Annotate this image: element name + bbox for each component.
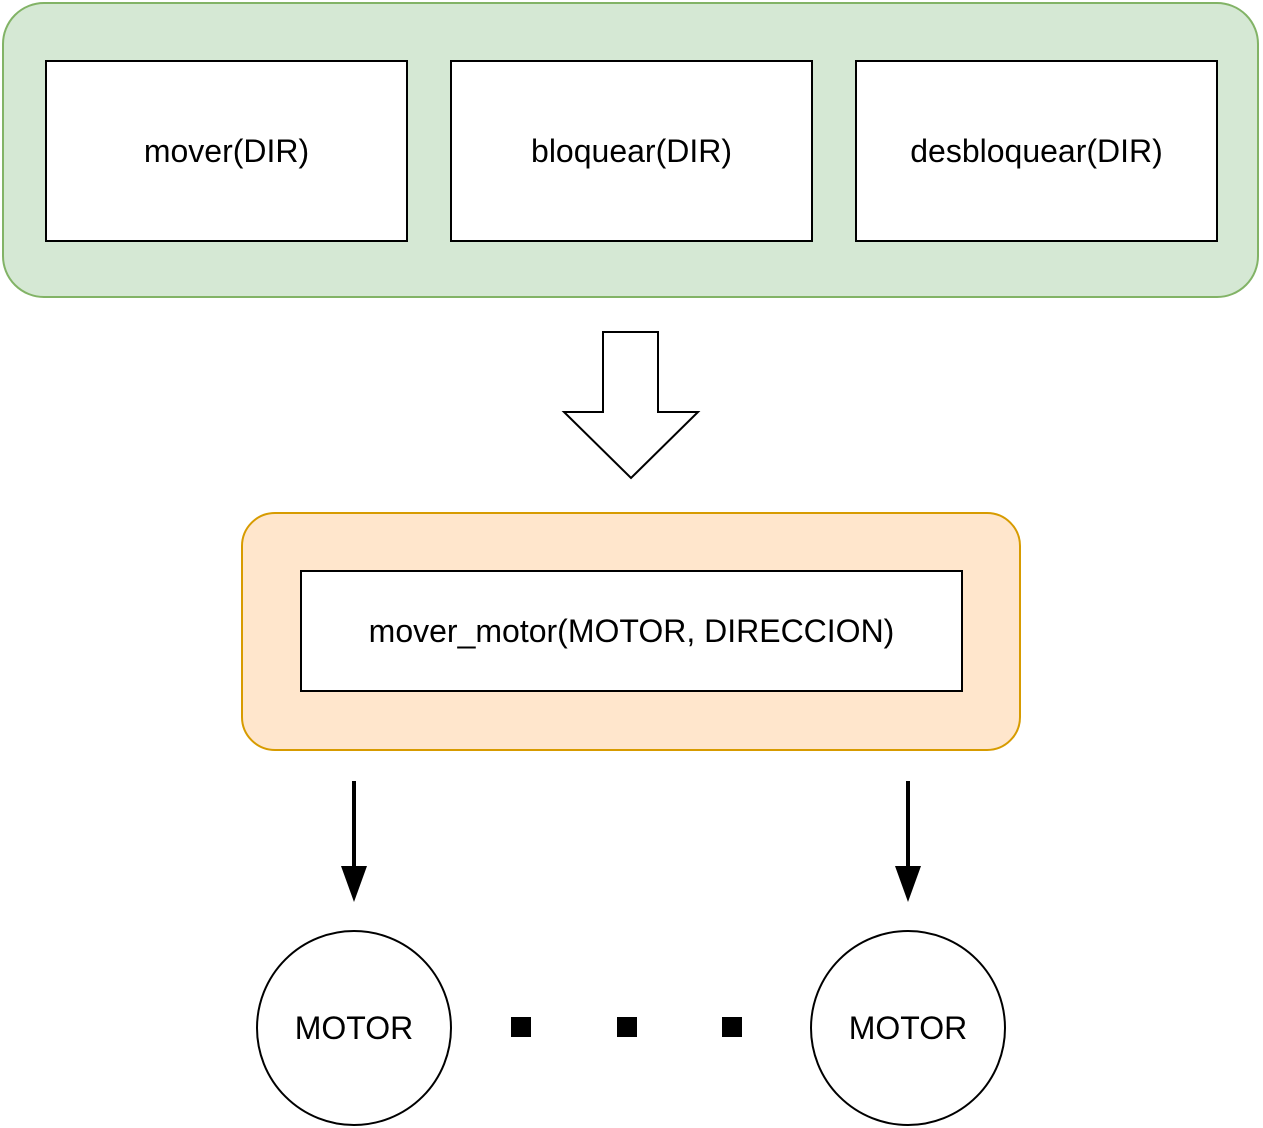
block-down-arrow (561, 331, 701, 480)
function-box-bloquear: bloquear(DIR) (450, 60, 813, 242)
ellipsis-dot (617, 1017, 637, 1037)
motor-label-right: MOTOR (848, 1009, 968, 1046)
ellipsis-dot (511, 1017, 531, 1037)
function-label-mover-motor: mover_motor(MOTOR, DIRECCION) (368, 612, 895, 649)
motor-node-left: MOTOR (256, 930, 452, 1126)
function-box-desbloquear: desbloquear(DIR) (855, 60, 1218, 242)
function-label-bloquear: bloquear(DIR) (531, 132, 732, 169)
function-box-mover: mover(DIR) (45, 60, 408, 242)
function-label-mover: mover(DIR) (143, 132, 310, 169)
motor-node-right: MOTOR (810, 930, 1006, 1126)
motor-label-left: MOTOR (294, 1009, 414, 1046)
function-box-mover-motor: mover_motor(MOTOR, DIRECCION) (300, 570, 963, 692)
arrow-to-motor-left (341, 781, 367, 902)
function-label-desbloquear: desbloquear(DIR) (910, 132, 1163, 169)
ellipsis-dot (722, 1017, 742, 1037)
arrow-to-motor-right (895, 781, 921, 902)
